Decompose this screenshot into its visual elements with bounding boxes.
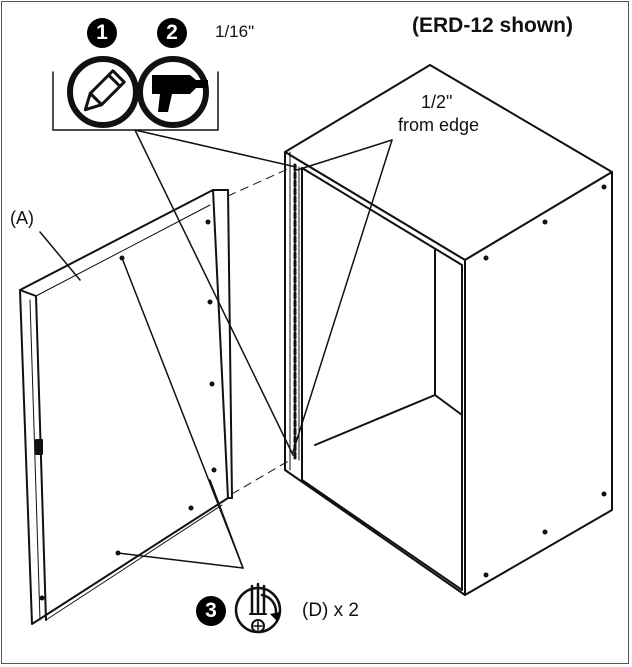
drill-bit-size: 1/16" — [215, 22, 255, 41]
hardware-callout: (D) x 2 — [302, 600, 359, 621]
distance-measure: 1/2" — [421, 92, 453, 112]
distance-note: from edge — [398, 115, 480, 135]
pencil-icon — [67, 56, 139, 128]
step-2-badge: 2 — [157, 18, 187, 48]
part-label-a: (A) — [10, 208, 34, 228]
step-3-badge: 3 — [196, 596, 226, 626]
alignment-lines — [227, 167, 291, 495]
step-1-badge: 1 — [87, 18, 117, 48]
cabinet-screw-holes — [483, 184, 607, 578]
door-panel — [19, 189, 233, 625]
drill-icon — [137, 56, 209, 128]
leader-lines — [39, 129, 393, 569]
hinge-rail — [293, 163, 300, 461]
screwdriver-icon — [234, 582, 282, 634]
cabinet — [284, 64, 613, 596]
diagram-title: (ERD-12 shown) — [412, 14, 574, 37]
